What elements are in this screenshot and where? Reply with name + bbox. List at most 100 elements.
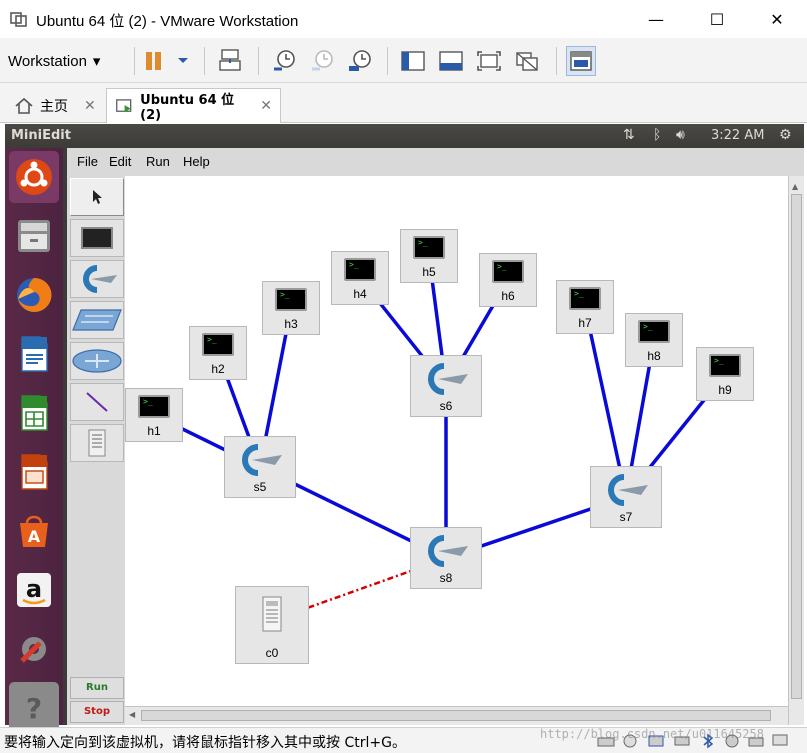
controller-node-c0[interactable]: c0	[235, 586, 309, 664]
libreoffice-calc-icon[interactable]	[9, 387, 59, 439]
legacy-switch-icon	[72, 309, 122, 331]
hard-disk-icon[interactable]	[597, 733, 615, 749]
link-icon	[86, 392, 108, 412]
software-center-icon[interactable]: A	[9, 505, 59, 557]
power-dropdown-icon[interactable]	[168, 46, 198, 76]
run-button[interactable]: Run	[70, 677, 124, 699]
unity-mode-icon[interactable]	[512, 46, 542, 76]
select-tool[interactable]	[70, 178, 124, 216]
menu-file[interactable]: File	[77, 154, 98, 169]
ubuntu-dash-icon[interactable]	[9, 151, 59, 203]
link-h7-s7[interactable]	[583, 306, 628, 498]
cd-rom-icon[interactable]	[621, 733, 639, 749]
usb-icon[interactable]	[673, 733, 691, 749]
host-node-h5[interactable]: h5	[400, 229, 458, 283]
node-label: h2	[211, 362, 225, 376]
host-node-h4[interactable]: h4	[331, 251, 389, 305]
network-icon[interactable]: ⇅	[623, 127, 635, 143]
vertical-scrollbar[interactable]: ▲	[788, 176, 804, 725]
menu-run[interactable]: Run	[146, 154, 170, 169]
toolbar: Workstation ▾	[0, 38, 807, 83]
topology-canvas[interactable]: h1 h2 h3 h4 h5 h6 h7h8h9 s5 s6 s7 s8 c0	[125, 176, 788, 706]
switch-node-s5[interactable]: s5	[224, 436, 296, 498]
system-settings-icon[interactable]	[9, 623, 59, 675]
tab-home[interactable]: 主页 ✕	[6, 88, 104, 123]
horizontal-scroll-thumb[interactable]	[141, 710, 771, 721]
close-button[interactable]: ✕	[770, 9, 784, 29]
vertical-scroll-thumb[interactable]	[791, 194, 802, 699]
host-icon	[709, 354, 741, 377]
host-node-h1[interactable]: h1	[125, 388, 183, 442]
tab-ubuntu[interactable]: Ubuntu 64 位 (2) ✕	[106, 88, 281, 123]
vm-icon	[116, 99, 132, 113]
netlink-tool[interactable]	[70, 383, 124, 421]
minimize-button[interactable]: —	[648, 9, 664, 29]
libreoffice-impress-icon[interactable]	[9, 446, 59, 498]
watermark: http://blog.csdn.net/u011645258	[540, 727, 764, 741]
toolbar-separator	[387, 47, 388, 75]
maximize-button[interactable]: ☐	[709, 9, 725, 29]
legacy-switch-tool[interactable]	[70, 301, 124, 339]
host-icon	[202, 333, 234, 356]
libreoffice-writer-icon[interactable]	[9, 328, 59, 380]
switch-icon	[608, 474, 648, 506]
switch-node-s8[interactable]: s8	[410, 527, 482, 589]
host-node-h7[interactable]: h7	[556, 280, 614, 334]
legacy-router-tool[interactable]	[70, 342, 124, 380]
bluetooth-device-icon[interactable]	[699, 733, 717, 749]
clock[interactable]: 3:22 AM	[711, 128, 765, 143]
snapshot-manager-icon[interactable]	[345, 46, 375, 76]
thumbnail-view-icon[interactable]	[436, 46, 466, 76]
full-screen-icon[interactable]	[474, 46, 504, 76]
switch-node-s6[interactable]: s6	[410, 355, 482, 417]
help-icon[interactable]: ?	[9, 682, 59, 734]
node-label: h4	[353, 287, 367, 301]
controller-tool[interactable]	[70, 424, 124, 462]
node-label: s8	[439, 571, 453, 585]
horizontal-scrollbar[interactable]: ◀	[125, 706, 788, 725]
workstation-menu[interactable]: Workstation ▾	[8, 49, 100, 73]
switch-icon	[83, 265, 117, 293]
host-node-h3[interactable]: h3	[262, 281, 320, 335]
volume-icon[interactable]: 🔊︎	[676, 127, 685, 143]
firefox-icon[interactable]	[9, 269, 59, 321]
tab-home-close-icon[interactable]: ✕	[84, 97, 96, 114]
host-node-h9[interactable]: h9	[696, 347, 754, 401]
tab-home-label: 主页	[40, 98, 68, 115]
node-label: h3	[284, 317, 298, 331]
host-icon	[413, 236, 445, 259]
host-node-h8[interactable]: h8	[625, 313, 683, 367]
display-icon[interactable]	[771, 733, 789, 749]
library-view-icon[interactable]	[398, 46, 428, 76]
bluetooth-icon[interactable]: ᛒ	[653, 127, 662, 143]
menu-edit[interactable]: Edit	[109, 154, 132, 169]
printer-icon[interactable]	[747, 733, 765, 749]
switch-node-s7[interactable]: s7	[590, 466, 662, 528]
scroll-left-icon[interactable]: ◀	[129, 710, 136, 719]
pause-icon[interactable]	[141, 46, 171, 76]
snapshot-icon[interactable]	[269, 46, 299, 76]
host-node-h2[interactable]: h2	[189, 326, 247, 380]
stop-button[interactable]: Stop	[70, 701, 124, 723]
window-title: Ubuntu 64 位 (2) - VMware Workstation	[36, 13, 299, 30]
host-icon	[492, 260, 524, 283]
send-ctrl-alt-del-icon[interactable]	[215, 46, 245, 76]
title-bar: Ubuntu 64 位 (2) - VMware Workstation — ☐…	[0, 0, 807, 38]
switch-tool[interactable]	[70, 260, 124, 298]
svg-text:A: A	[28, 527, 41, 546]
host-node-h6[interactable]: h6	[479, 253, 537, 307]
tab-ubuntu-close-icon[interactable]: ✕	[260, 98, 272, 114]
host-tool[interactable]	[70, 219, 124, 257]
node-label: h1	[147, 424, 161, 438]
settings-gear-icon[interactable]: ⚙	[779, 127, 792, 143]
menu-help[interactable]: Help	[183, 154, 210, 169]
console-view-icon[interactable]	[566, 46, 596, 76]
switch-icon	[428, 535, 468, 567]
files-icon[interactable]	[9, 210, 59, 262]
sound-card-icon[interactable]	[723, 733, 741, 749]
host-icon	[569, 287, 601, 310]
amazon-icon[interactable]: a	[9, 564, 59, 616]
guest-screen[interactable]: MiniEdit ⇅ ᛒ 🔊︎ 3:22 AM ⚙ A a	[5, 124, 804, 734]
network-adapter-icon[interactable]	[647, 733, 665, 749]
scroll-up-icon[interactable]: ▲	[792, 182, 799, 191]
